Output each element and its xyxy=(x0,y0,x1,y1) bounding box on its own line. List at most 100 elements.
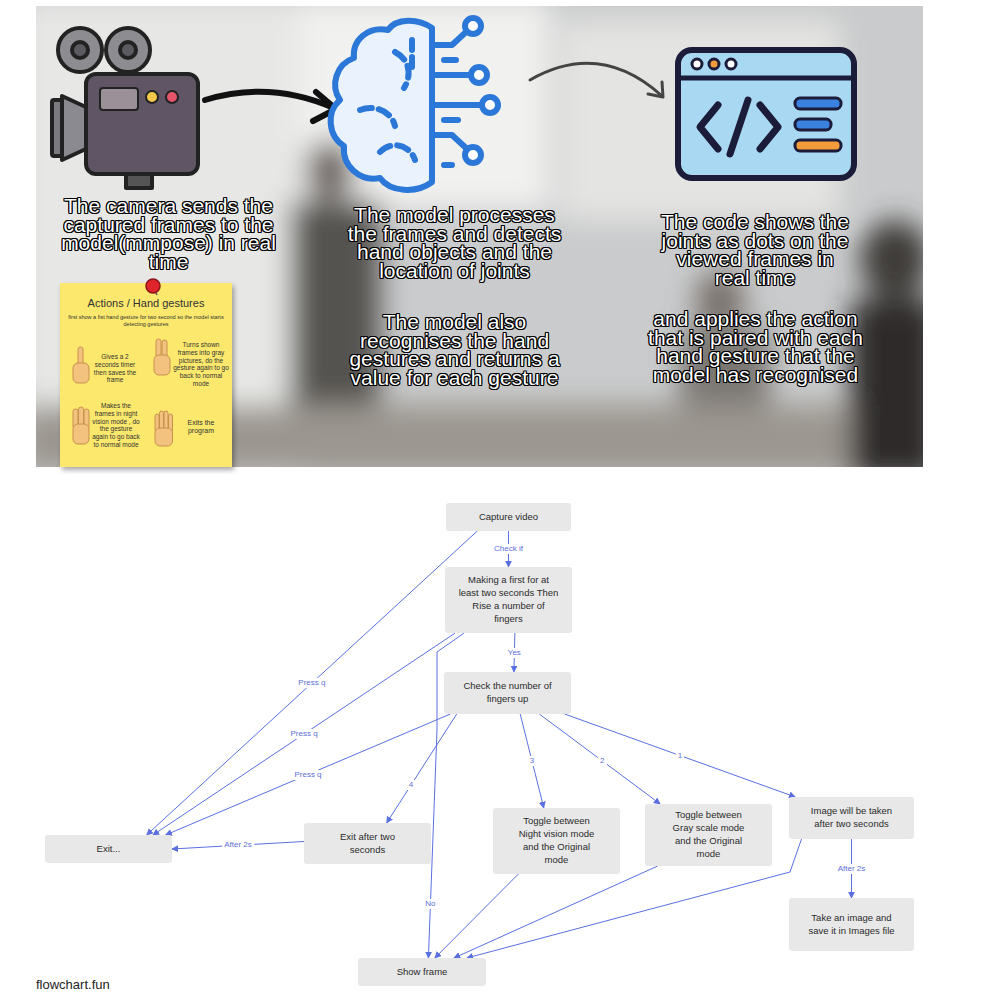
box-text: Capture video xyxy=(456,511,561,524)
flow-connector xyxy=(153,633,455,835)
edge-label: Press q xyxy=(296,678,327,688)
brain-half xyxy=(331,21,432,190)
gesture-text: Gives a 2 seconds timer then saves the f… xyxy=(91,353,139,384)
hand-two-fingers xyxy=(154,339,170,375)
camera-stand xyxy=(126,174,152,188)
code-bar xyxy=(795,119,831,130)
edge-label: Yes xyxy=(506,648,523,658)
camera-icon xyxy=(52,28,198,188)
window-light xyxy=(300,6,550,210)
code-window-icon xyxy=(678,50,854,178)
edge-label: 4 xyxy=(407,780,415,790)
box-text: Making a first for at least two seconds … xyxy=(459,574,559,625)
code-slash xyxy=(730,100,748,154)
process-box: Toggle between Night vision mode and the… xyxy=(493,808,620,874)
box-text: Show frame xyxy=(370,966,475,979)
flow-connector xyxy=(387,714,457,823)
box-text: Check the number of fingers up xyxy=(460,680,555,706)
process-box: Show frame xyxy=(358,958,486,986)
code-bar xyxy=(795,140,841,151)
sticky-note: Actions / Hand gestures first show a fist… xyxy=(60,283,232,467)
box-text: Exit after two seconds xyxy=(328,831,408,857)
circuit-node xyxy=(465,18,481,34)
gesture-text: Exits the program xyxy=(175,419,227,436)
hand-one-finger xyxy=(73,347,89,383)
gesture-text: Turns shown frames into gray pictures, d… xyxy=(172,341,230,388)
flow-connector xyxy=(166,714,451,835)
camera-button xyxy=(166,91,178,103)
edge-label: Check if xyxy=(492,544,525,554)
process-box: Image will be taken after two seconds xyxy=(789,797,914,839)
camera-panel xyxy=(100,88,138,110)
camera-body xyxy=(86,74,198,174)
edge-label: 3 xyxy=(528,756,536,766)
flow-connector xyxy=(520,714,544,808)
box-text: Image will be taken after two seconds xyxy=(804,805,899,831)
flow-connector xyxy=(454,866,658,958)
brain-fold xyxy=(395,52,409,88)
step-caption: The code shows the joints as dots on the… xyxy=(657,213,853,287)
circuit-trace xyxy=(432,135,466,148)
flow-connector xyxy=(435,874,519,958)
edge-label: After 2s xyxy=(836,864,868,874)
circuit-trace xyxy=(432,32,466,45)
camera-reel-hub xyxy=(120,42,136,58)
box-text: Toggle between Gray scale mode and the O… xyxy=(669,809,749,860)
camera-button xyxy=(146,91,158,103)
process-box: Capture video xyxy=(446,503,571,531)
hand-four-fingers xyxy=(155,411,173,446)
hand-three-fingers xyxy=(73,407,89,444)
photo-base xyxy=(36,6,923,467)
circuit-node xyxy=(482,97,498,113)
step-caption: The camera sends the captured frames to … xyxy=(56,197,281,271)
photo-background xyxy=(36,6,923,467)
step-caption: The model processes the frames and detec… xyxy=(342,206,567,280)
step-caption: The model also recognises the hand gestu… xyxy=(342,313,567,387)
pin-head xyxy=(146,279,160,293)
note-subtitle: first show a fist hand gesture for two s… xyxy=(64,314,228,327)
gesture-text: Makes the frames in night vision mode , … xyxy=(91,402,141,449)
flow-arrow xyxy=(530,63,663,97)
edge-label: 1 xyxy=(676,751,684,761)
code-bracket xyxy=(760,105,778,149)
pin-icon xyxy=(146,279,160,295)
window-dot xyxy=(709,59,719,69)
process-box: Toggle between Gray scale mode and the O… xyxy=(645,804,772,866)
window-bar-line xyxy=(678,76,854,81)
window-dot xyxy=(726,59,736,69)
circuit-trace xyxy=(432,72,470,78)
process-box: Making a first for at least two seconds … xyxy=(445,567,572,633)
brain-fold xyxy=(380,145,415,160)
window-light xyxy=(36,6,300,467)
brain-fold xyxy=(409,40,415,70)
box-text: Exit... xyxy=(56,843,161,856)
flow-arrow xyxy=(205,92,336,121)
circuit-dash xyxy=(444,60,458,165)
person xyxy=(850,300,923,467)
flow-connector xyxy=(147,531,478,835)
code-bracket xyxy=(700,105,718,149)
step-caption: and applies the action that is paired wi… xyxy=(643,310,868,384)
arrow-shaft xyxy=(530,63,662,96)
process-box: Exit after two seconds xyxy=(304,823,431,864)
flow-connector xyxy=(565,714,796,797)
process-box: Check the number of fingers up xyxy=(444,672,571,714)
edge-label: Press q xyxy=(292,770,323,780)
camera-reel-hub xyxy=(72,42,88,58)
person xyxy=(860,220,923,300)
camera-reel xyxy=(106,28,150,72)
window-dot xyxy=(692,59,702,69)
brain-fold xyxy=(360,108,395,126)
blurred-office xyxy=(36,6,923,467)
window-frame xyxy=(678,50,854,178)
circuit-node xyxy=(465,147,481,163)
brain-icon xyxy=(331,18,498,190)
arrow-head xyxy=(648,82,663,97)
palm xyxy=(73,363,89,383)
note-title: Actions / Hand gestures xyxy=(66,297,226,310)
edge-label: No xyxy=(423,899,437,909)
edge-label: Press q xyxy=(288,729,319,739)
edge-label: 2 xyxy=(598,756,606,766)
watermark: flowchart.fun xyxy=(36,977,166,993)
circuit-trace xyxy=(432,102,481,108)
